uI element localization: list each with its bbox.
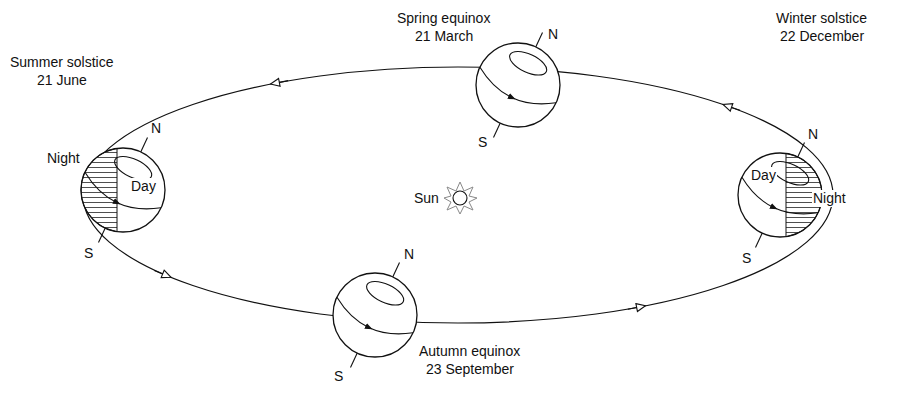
sun-symbol [444, 182, 477, 214]
day-night-label: Day [130, 178, 157, 195]
pole-label: S [334, 368, 343, 385]
earth-globe [455, 15, 580, 156]
date-label: 21 June [37, 72, 87, 89]
season-label: Autumn equinox [419, 343, 520, 360]
season-label: Summer solstice [10, 54, 113, 71]
season-label: Winter solstice [776, 10, 867, 27]
orbit-path [83, 67, 833, 323]
pole-label: N [808, 126, 818, 143]
day-night-label: Night [812, 190, 847, 207]
day-night-label: Day [750, 167, 777, 184]
pole-label: S [84, 245, 93, 262]
pole-label: S [742, 250, 751, 267]
pole-label: S [478, 134, 487, 151]
date-label: 23 September [426, 361, 514, 378]
pole-label: N [548, 26, 558, 43]
orbit-arrows [153, 77, 742, 313]
sun-label: Sun [414, 190, 439, 207]
earth-globe [60, 120, 185, 261]
date-label: 22 December [780, 28, 864, 45]
day-night-label: Night [46, 150, 81, 167]
season-label: Spring equinox [397, 10, 490, 27]
date-label: 21 March [415, 28, 473, 45]
pole-label: N [404, 246, 414, 263]
pole-label: N [151, 120, 161, 137]
earth-globe [312, 245, 437, 386]
